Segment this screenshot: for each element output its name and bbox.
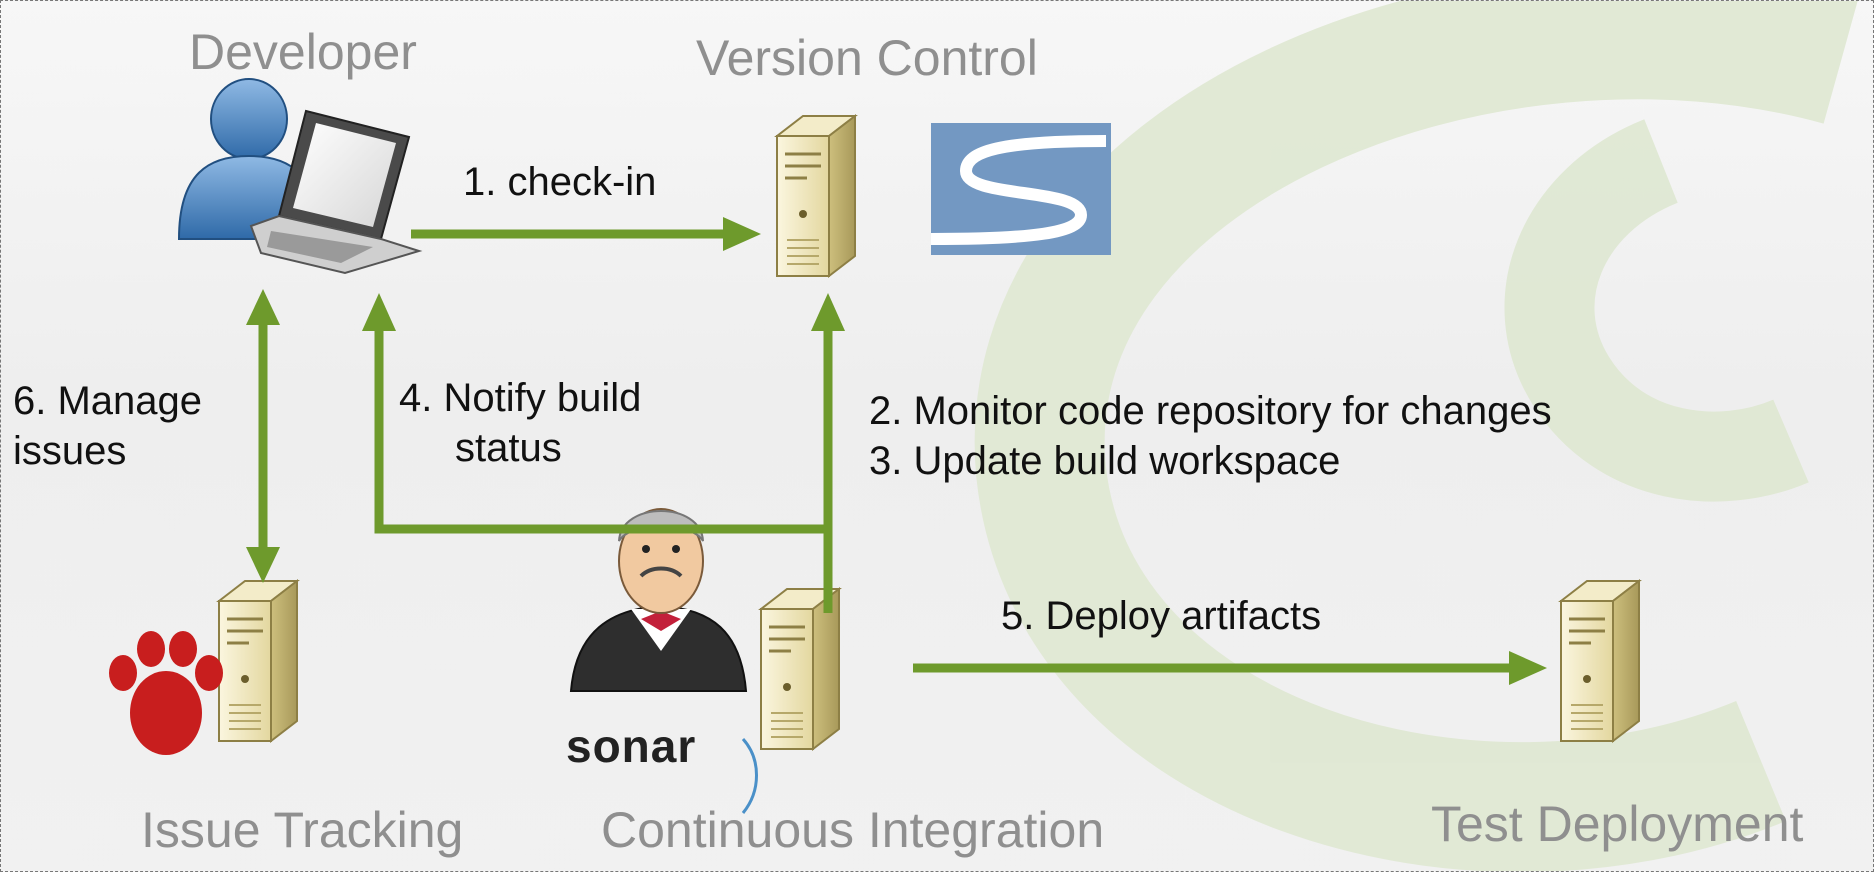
sonar-logo: sonar bbox=[566, 720, 697, 772]
step-notify-label: 4. Notify build status bbox=[399, 373, 641, 473]
paw-icon bbox=[109, 631, 223, 755]
jenkins-butler-icon bbox=[569, 508, 748, 692]
developer-title: Developer bbox=[189, 24, 417, 80]
arrow-notify-build-status bbox=[362, 293, 828, 534]
continuous-integration-title: Continuous Integration bbox=[601, 802, 1105, 858]
arrow-deploy-artifacts bbox=[913, 651, 1547, 685]
subversion-logo bbox=[930, 123, 1111, 255]
test-deployment-title: Test Deployment bbox=[1431, 796, 1804, 852]
step-check-in-label: 1. check-in bbox=[463, 160, 657, 204]
issue-tracking-title: Issue Tracking bbox=[141, 802, 464, 858]
step-manage-issues-label: 6. Manage issues bbox=[13, 376, 202, 476]
step-monitor-line2: 3. Update build workspace bbox=[869, 439, 1341, 483]
version-control-title: Version Control bbox=[696, 30, 1038, 86]
step-manage-issues-line2: issues bbox=[13, 429, 127, 473]
step-notify-line2: status bbox=[455, 426, 562, 470]
laptop-icon bbox=[249, 109, 423, 275]
arrow-monitor-repository bbox=[811, 293, 845, 613]
server-icon bbox=[217, 579, 299, 743]
arrow-manage-issues bbox=[246, 289, 280, 583]
step-deploy-label: 5. Deploy artifacts bbox=[1001, 594, 1322, 638]
step-monitor-label: 2. Monitor code repository for changes 3… bbox=[869, 386, 1552, 486]
arrows bbox=[246, 217, 1547, 685]
arrow-check-in bbox=[411, 217, 761, 251]
sonar-waves-icon bbox=[741, 737, 758, 814]
server-icon bbox=[775, 114, 857, 278]
step-monitor-line1: 2. Monitor code repository for changes bbox=[869, 389, 1552, 433]
step-notify-line1: 4. Notify build bbox=[399, 376, 642, 420]
step-manage-issues-line1: 6. Manage bbox=[13, 379, 203, 423]
server-icon bbox=[1559, 579, 1641, 743]
watermark-logo bbox=[974, 1, 1858, 871]
